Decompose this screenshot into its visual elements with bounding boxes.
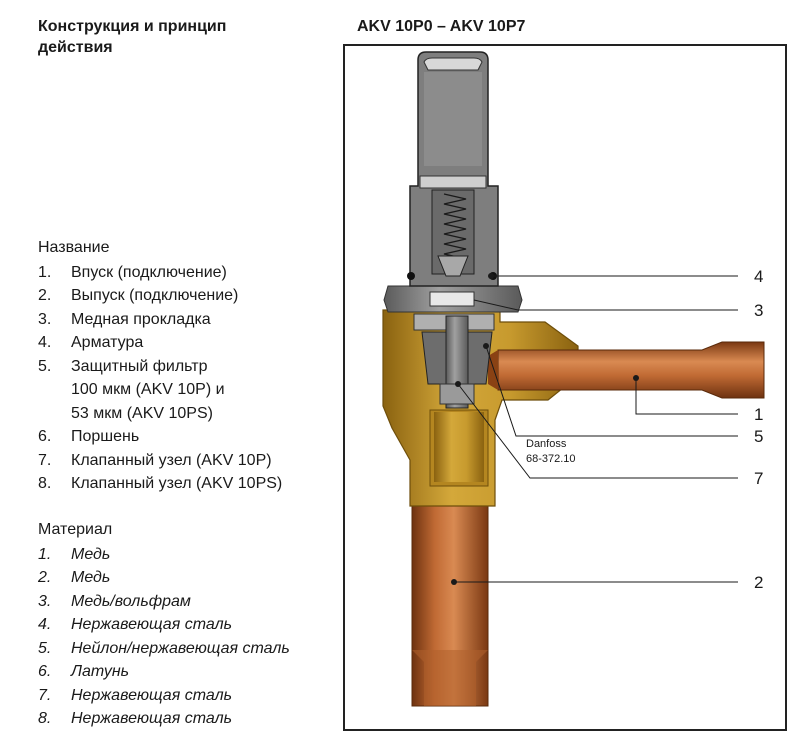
materials-list-item: 3.Медь/вольфрам — [38, 592, 191, 610]
armature-stop-ring — [419, 175, 487, 189]
callout-5: 5 — [754, 427, 763, 446]
materials-list: Материал 1.Медь 2.Медь 3.Медь/вольфрам 4… — [38, 518, 290, 731]
armature-tube-top — [423, 57, 483, 71]
callout-4: 4 — [754, 267, 763, 286]
materials-list-item: 5.Нейлон/нержавеющая сталь — [38, 639, 290, 657]
armature-nut-inner — [429, 291, 475, 307]
leader-lines — [454, 275, 738, 583]
names-list-item: 2.Выпуск (подключение) — [38, 287, 239, 304]
materials-list-item: 8.Нержавеющая сталь — [38, 710, 232, 727]
names-list-item: 8.Клапанный узел (AKV 10PS) — [38, 475, 283, 492]
names-list-item-continuation: 53 мкм (AKV 10PS) — [71, 404, 213, 422]
callout-2: 2 — [754, 573, 763, 592]
leader-line-7 — [457, 383, 738, 479]
leader-dot-2 — [451, 579, 457, 585]
callout-1: 1 — [754, 405, 763, 424]
piston-seat — [439, 383, 475, 405]
names-list: Название 1.Впуск (подключение) 2.Выпуск … — [38, 236, 282, 496]
names-list-item: 3.Медная прокладка — [38, 310, 211, 328]
leader-dots — [451, 273, 639, 585]
names-list-item: 5.Защитный фильтр — [38, 357, 208, 375]
materials-list-item: 6.Латунь — [38, 663, 130, 680]
armature-plunger-tip — [437, 255, 469, 277]
materials-list-item: 7.Нержавеющая сталь — [38, 686, 232, 704]
names-list-title: Название — [38, 239, 110, 256]
callout-3: 3 — [754, 301, 763, 320]
leader-dot-5 — [483, 343, 489, 349]
outlet-tube-inner — [434, 412, 484, 482]
materials-list-item: 2.Медь — [38, 569, 111, 586]
body-marking-line-1: Danfoss — [526, 438, 567, 450]
armature-core — [424, 72, 482, 166]
materials-list-item: 1.Медь — [38, 545, 111, 563]
names-list-item-continuation: 100 мкм (AKV 10P) и — [71, 381, 225, 398]
leader-line-1 — [635, 378, 738, 415]
model-range-title: AKV 10P0 – AKV 10P7 — [357, 18, 526, 35]
leader-line-3 — [473, 299, 738, 311]
names-list-item: 4.Арматура — [38, 334, 144, 351]
diagram-frame — [343, 44, 787, 731]
names-list-item: 6.Поршень — [38, 428, 140, 445]
leader-dot-4 — [488, 273, 494, 279]
inlet-tube — [497, 341, 765, 399]
materials-list-title: Материал — [38, 521, 113, 538]
outlet-tube-swage — [412, 650, 488, 706]
callout-7: 7 — [754, 469, 763, 488]
names-list-item: 7.Клапанный узел (AKV 10P) — [38, 451, 272, 469]
seal-ring-left — [407, 272, 415, 280]
page-heading: Конструкция и принцип действия — [38, 18, 227, 56]
leader-dot-7 — [455, 381, 461, 387]
leader-line-5 — [485, 345, 738, 437]
leader-dot-1 — [633, 375, 639, 381]
body-marking-line-2: 68-372.10 — [526, 453, 576, 465]
materials-list-item: 4.Нержавеющая сталь — [38, 616, 232, 633]
armature-spring — [443, 193, 467, 260]
names-list-item: 1.Впуск (подключение) — [38, 263, 227, 281]
